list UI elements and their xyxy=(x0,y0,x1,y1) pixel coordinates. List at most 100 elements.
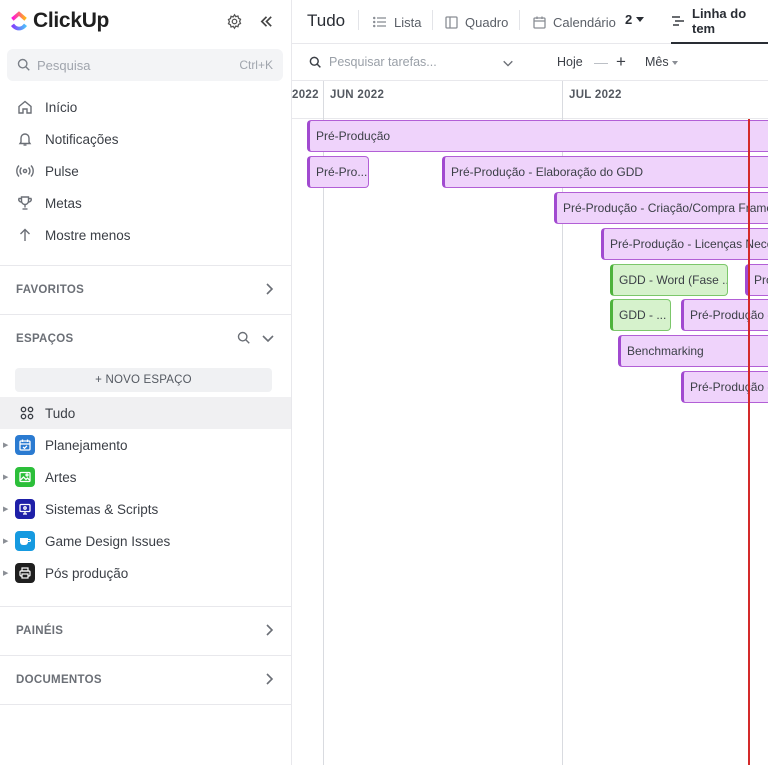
task-bar[interactable]: GDD - Word (Fase ... xyxy=(610,264,728,296)
space-label: Tudo xyxy=(45,405,76,421)
spaces-actions xyxy=(237,331,275,345)
caret-right-icon[interactable]: ▶ xyxy=(3,474,9,481)
task-bar[interactable]: Pré-Produção - Elaboração do GDD xyxy=(442,156,768,188)
favorites-section[interactable]: FAVORITOS xyxy=(0,268,291,312)
view-header: Tudo Lista Quadro Calendário 2 Linha do … xyxy=(292,0,768,44)
task-bar[interactable]: Pré-Produção - Licenças Necce xyxy=(601,228,768,260)
space-item-game-design-issues[interactable]: ▶ Game Design Issues xyxy=(0,525,291,557)
trophy-icon xyxy=(16,194,34,212)
tab-board[interactable]: Quadro xyxy=(445,0,508,44)
collapse-sidebar-icon[interactable] xyxy=(256,11,276,31)
calendar-icon xyxy=(533,16,546,29)
image-icon xyxy=(15,467,35,487)
nav-item-show-less[interactable]: Mostre menos xyxy=(0,219,291,251)
space-item-sistemas-scripts[interactable]: ▶ Sistemas & Scripts xyxy=(0,493,291,525)
caret-right-icon[interactable]: ▶ xyxy=(3,442,9,449)
zoom-out-button[interactable]: — xyxy=(594,54,608,70)
timeline-month-header: 2022 JUN 2022 JUL 2022 xyxy=(292,81,768,119)
nav-label: Metas xyxy=(45,195,82,211)
task-bar[interactable]: Pré-Produção - Criação/Compra Frame xyxy=(554,192,768,224)
caret-down-icon[interactable] xyxy=(636,17,644,22)
task-bar[interactable]: GDD - ... xyxy=(610,299,671,331)
space-label: Planejamento xyxy=(45,437,128,453)
list-icon xyxy=(373,16,387,28)
arrow-up-icon xyxy=(16,226,34,244)
space-label: Sistemas & Scripts xyxy=(45,501,159,517)
divider xyxy=(0,704,291,705)
view-title: Tudo xyxy=(307,11,346,30)
scale-select[interactable]: Mês xyxy=(645,55,669,69)
caret-right-icon[interactable]: ▶ xyxy=(3,538,9,545)
zoom-in-button[interactable]: + xyxy=(616,52,626,71)
tab-label: Quadro xyxy=(465,14,509,30)
documents-section[interactable]: DOCUMENTOS xyxy=(0,658,291,702)
space-item-planejamento[interactable]: ▶ Planejamento xyxy=(0,429,291,461)
caret-right-icon[interactable]: ▶ xyxy=(3,570,9,577)
task-bar[interactable]: Pro xyxy=(745,264,768,296)
task-bar[interactable]: Pré-Pro... xyxy=(307,156,369,188)
panels-section[interactable]: PAINÉIS xyxy=(0,609,291,653)
chevron-right-icon[interactable] xyxy=(263,282,275,296)
nav-label: Mostre menos xyxy=(45,227,131,243)
caret-down-icon[interactable] xyxy=(672,61,678,65)
caret-right-icon[interactable]: ▶ xyxy=(3,506,9,513)
search-icon xyxy=(17,58,30,71)
divider xyxy=(0,314,291,315)
nav-item-home[interactable]: Início xyxy=(0,91,291,123)
print-icon xyxy=(15,563,35,583)
clickup-logo-icon xyxy=(11,11,27,31)
home-icon xyxy=(16,98,34,116)
documents-title: DOCUMENTOS xyxy=(16,674,102,686)
panels-title: PAINÉIS xyxy=(16,625,64,637)
nav-label: Pulse xyxy=(45,163,79,179)
chevron-right-icon[interactable] xyxy=(263,672,275,686)
month-label: JUN 2022 xyxy=(330,89,385,101)
task-search-input[interactable]: Pesquisar tarefas... xyxy=(309,55,437,69)
task-bar[interactable]: Pré-Produção xyxy=(307,120,768,152)
tab-list[interactable]: Lista xyxy=(373,0,421,44)
divider xyxy=(0,606,291,607)
task-bar[interactable]: Benchmarking xyxy=(618,335,768,367)
sidebar: ClickUp Pesquisa Ctrl+K Início Notificaç… xyxy=(0,0,292,765)
spaces-title: ESPAÇOS xyxy=(16,333,74,345)
task-bar[interactable]: Pré-Produção - xyxy=(681,299,768,331)
new-space-button[interactable]: + NOVO ESPAÇO xyxy=(15,368,272,392)
space-item-all[interactable]: Tudo xyxy=(0,397,291,429)
space-label: Artes xyxy=(45,469,77,485)
task-search-placeholder: Pesquisar tarefas... xyxy=(329,55,437,69)
month-label: 2022 xyxy=(292,89,319,101)
space-label: Pós produção xyxy=(45,565,129,581)
month-gridline xyxy=(562,81,563,765)
bell-icon xyxy=(16,130,34,148)
search-icon[interactable] xyxy=(237,331,251,345)
tab-calendar[interactable]: Calendário xyxy=(533,0,616,44)
chevron-right-icon[interactable] xyxy=(263,623,275,637)
divider xyxy=(432,10,433,30)
pulse-icon xyxy=(16,162,34,180)
clickup-logo[interactable]: ClickUp xyxy=(9,9,109,33)
settings-gear-icon[interactable] xyxy=(224,11,244,31)
nav-item-notifications[interactable]: Notificações xyxy=(0,123,291,155)
coffee-icon xyxy=(15,531,35,551)
space-item-pos-producao[interactable]: ▶ Pós produção xyxy=(0,557,291,589)
search-shortcut: Ctrl+K xyxy=(239,58,273,72)
spaces-section[interactable]: ESPAÇOS xyxy=(0,317,291,361)
calendar-icon xyxy=(15,435,35,455)
space-item-artes[interactable]: ▶ Artes xyxy=(0,461,291,493)
search-icon xyxy=(309,56,321,68)
search-placeholder: Pesquisa xyxy=(37,57,91,73)
calendar-count-badge[interactable]: 2 xyxy=(625,12,633,27)
today-button[interactable]: Hoje xyxy=(557,55,583,69)
divider xyxy=(0,655,291,656)
task-bar[interactable]: Pré-Produção - xyxy=(681,371,768,403)
nav-item-pulse[interactable]: Pulse xyxy=(0,155,291,187)
nav-item-goals[interactable]: Metas xyxy=(0,187,291,219)
chevron-down-icon[interactable] xyxy=(502,56,514,74)
tab-label: Calendário xyxy=(553,14,616,30)
board-icon xyxy=(445,15,458,29)
divider xyxy=(0,265,291,266)
sidebar-search[interactable]: Pesquisa Ctrl+K xyxy=(7,49,283,81)
tab-timeline[interactable]: Linha do tem xyxy=(671,0,768,44)
chevron-down-icon[interactable] xyxy=(261,331,275,345)
grid-icon xyxy=(17,403,37,423)
